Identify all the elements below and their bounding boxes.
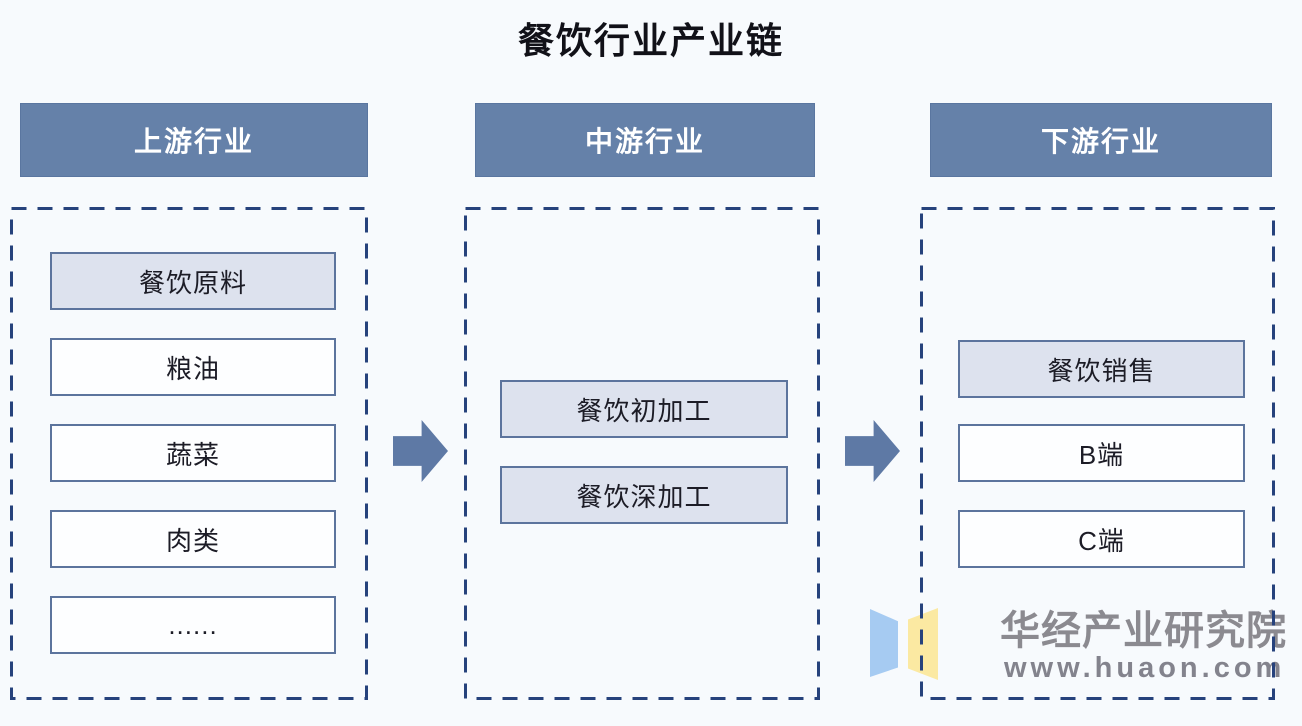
dashed-border (920, 207, 1275, 700)
watermark-url: www.huaon.com (1004, 652, 1286, 684)
arrow-upstream-to-midstream-icon (393, 420, 448, 482)
header-midstream: 中游行业 (475, 103, 815, 177)
watermark-name: 华经产业研究院 (1000, 609, 1287, 653)
arrow-midstream-to-downstream-icon (845, 420, 900, 482)
node-midstream-primary-processing: 餐饮初加工 (500, 380, 788, 438)
node-downstream-c-side: C端 (958, 510, 1245, 568)
downstream-container: 餐饮销售 B端 C端 (920, 207, 1275, 700)
node-upstream-raw-materials: 餐饮原料 (50, 252, 336, 310)
header-upstream: 上游行业 (20, 103, 368, 177)
midstream-container: 餐饮初加工 餐饮深加工 (464, 207, 820, 700)
upstream-container: 餐饮原料 粮油 蔬菜 肉类 ...... (10, 207, 368, 700)
dashed-border (10, 207, 368, 700)
dashed-border (464, 207, 820, 700)
node-upstream-grain-oil: 粮油 (50, 338, 336, 396)
diagram-title: 餐饮行业产业链 (517, 20, 784, 61)
header-downstream: 下游行业 (930, 103, 1272, 177)
node-upstream-meat: 肉类 (50, 510, 336, 568)
node-upstream-vegetables: 蔬菜 (50, 424, 336, 482)
watermark: 华经产业研究院 www.huaon.com (868, 596, 1287, 711)
logo-blue-shape (870, 609, 898, 677)
node-downstream-b-side: B端 (958, 424, 1245, 482)
node-upstream-ellipsis: ...... (50, 596, 336, 654)
node-downstream-sales: 餐饮销售 (958, 340, 1245, 398)
node-midstream-deep-processing: 餐饮深加工 (500, 466, 788, 524)
